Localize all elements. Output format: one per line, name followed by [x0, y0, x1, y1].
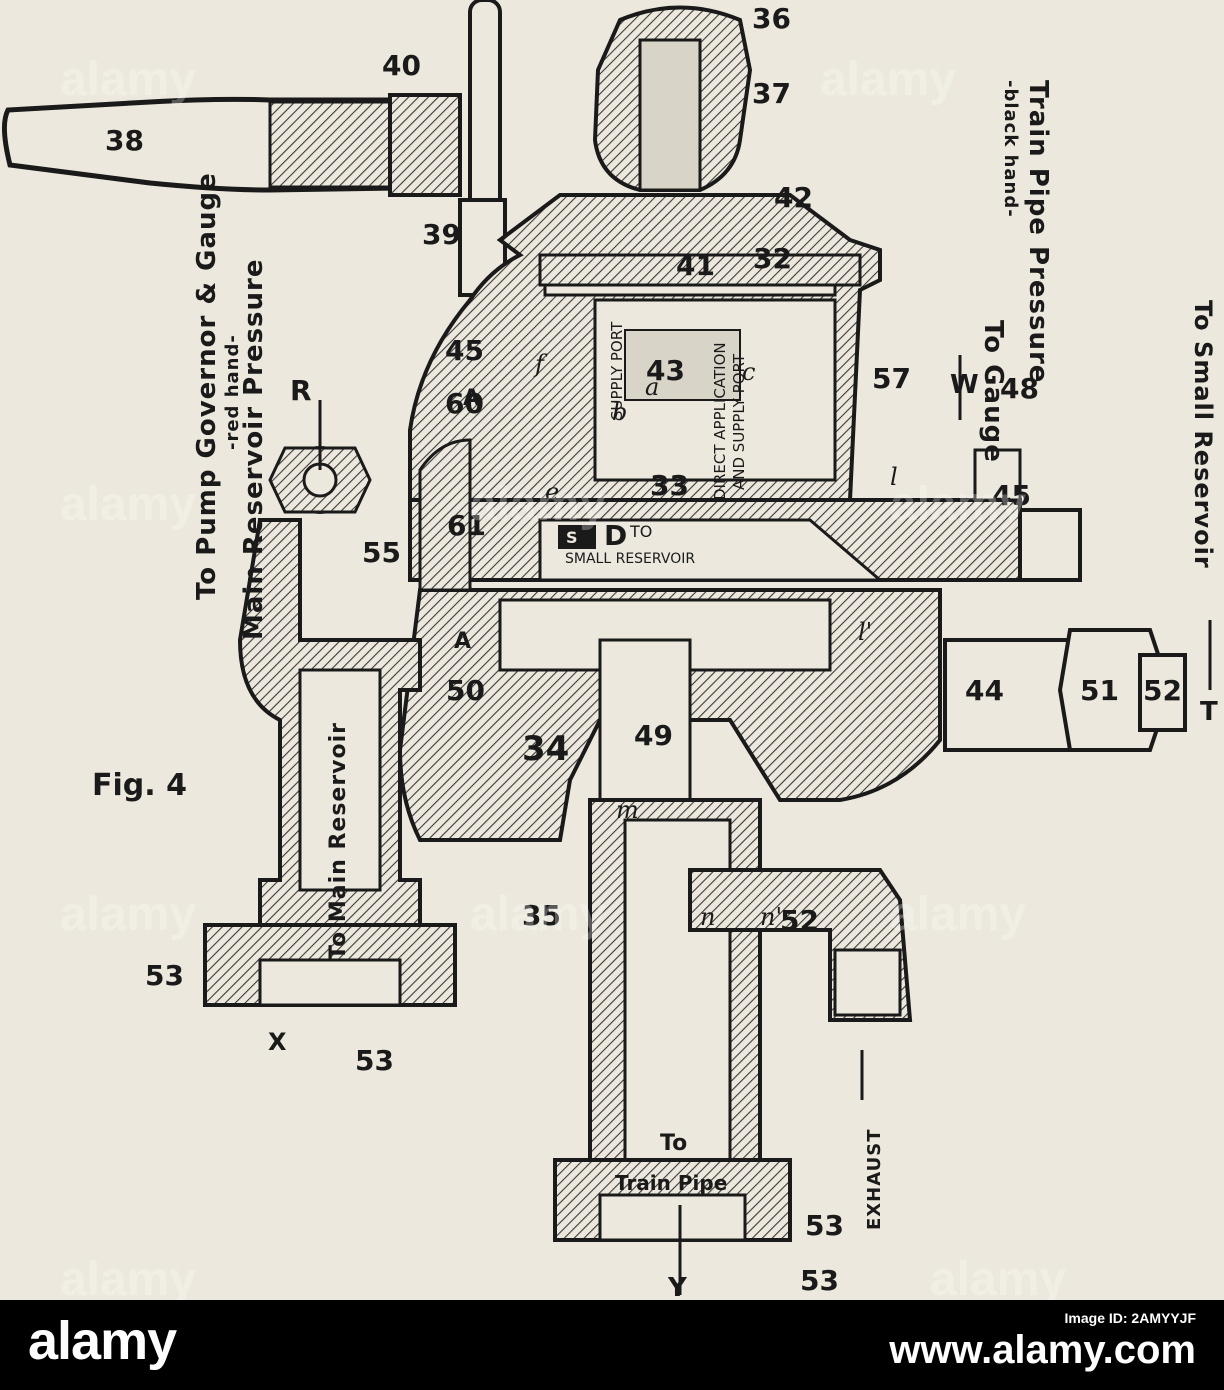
watermark-text: alamy — [470, 888, 606, 941]
label-33: 33 — [650, 469, 689, 502]
to-main-reservoir-label: To Main Reservoir — [326, 722, 351, 960]
label-51: 52 — [780, 904, 819, 937]
label-44: 44 — [965, 674, 1004, 707]
label-42: 42 — [774, 181, 813, 214]
label-46: 48 — [1000, 372, 1039, 405]
label-52-right: 53 — [805, 1209, 844, 1242]
watermark-text: alamy — [60, 53, 196, 106]
label-60: 60 — [445, 387, 484, 420]
port-x: X — [268, 1028, 287, 1056]
pump-governor-label: To Pump Governor & Gauge — [192, 172, 222, 600]
watermark-text: alamy — [60, 888, 196, 941]
label-55: 55 — [362, 536, 401, 569]
and-supply-port-label: AND SUPPLY PORT — [730, 353, 748, 490]
valve-diagram: 36 37 40 38 42 32 41 39 43 57 48 60 45 3… — [0, 0, 1224, 1300]
watermarks: alamy alamy alamy alamy alamy alamy alam… — [60, 53, 1066, 1300]
label-52-left: 53 — [145, 959, 184, 992]
alamy-logo: alamy — [28, 1311, 177, 1371]
port-r: R — [290, 374, 312, 407]
passage-a: a — [645, 373, 659, 401]
label-53-left: 53 — [355, 1044, 394, 1077]
image-id-value: 2AMYYJF — [1131, 1310, 1196, 1326]
main-reservoir-pressure-label: Main Reservoir Pressure — [239, 258, 269, 640]
train-pipe-pressure-label: Train Pipe Pressure — [1023, 80, 1053, 383]
watermark-text: alamy — [60, 478, 196, 531]
passage-b: b — [612, 398, 627, 426]
label-47: 49 — [634, 719, 673, 752]
handle — [2, 0, 507, 297]
red-hand-label: -red hand- — [222, 334, 243, 450]
passage-l: l — [890, 463, 898, 491]
label-45: 45 — [445, 334, 484, 367]
port-letters: R A A W T X Y D S — [268, 370, 1218, 1300]
label-37: 37 — [752, 77, 791, 110]
watermark-text: alamy — [470, 478, 606, 531]
black-hand-label: -black hand- — [1000, 80, 1021, 218]
to-gauge-label: To Gauge — [978, 320, 1008, 463]
label-35: 35 — [522, 899, 561, 932]
port-t: T — [1200, 697, 1218, 727]
passage-n: n — [700, 903, 715, 931]
figure-caption: Fig. 4 — [92, 768, 187, 803]
passage-n-prime: n' — [760, 903, 782, 931]
label-57: 57 — [872, 362, 911, 395]
label-39: 39 — [422, 218, 461, 251]
label-40: 40 — [382, 49, 421, 82]
label-38: 38 — [105, 124, 144, 157]
site-url[interactable]: www.alamy.com — [889, 1328, 1196, 1372]
label-34: 34 — [522, 729, 569, 769]
exhaust-label: EXHAUST — [864, 1129, 885, 1230]
watermark-text: alamy — [890, 478, 1026, 531]
port-a-lower: A — [454, 629, 471, 654]
small-reservoir-label: SMALL RESERVOIR — [565, 551, 695, 567]
passage-l-prime: l' — [858, 618, 872, 646]
label-32: 32 — [753, 242, 792, 275]
label-49: 51 — [1080, 674, 1119, 707]
label-36: 36 — [752, 2, 791, 35]
watermark-text: alamy — [890, 888, 1026, 941]
watermark-text: alamy — [930, 1253, 1066, 1300]
passage-c: c — [742, 358, 755, 386]
watermark-text: alamy — [820, 53, 956, 106]
supply-port-label: SUPPLY PORT — [608, 321, 626, 420]
to-label: TO — [629, 522, 652, 541]
port-a-upper: A — [463, 386, 480, 411]
port-w: W — [950, 370, 979, 400]
label-48: 50 — [446, 674, 485, 707]
label-53-right: 53 — [800, 1264, 839, 1297]
label-41: 41 — [676, 249, 715, 282]
flow-arrows — [318, 355, 1212, 1295]
stock-footer: alamy Image ID: 2AMYYJF www.alamy.com — [0, 1300, 1224, 1390]
interior-labels: SUPPLY PORT DIRECT APPLICATION AND SUPPL… — [92, 321, 885, 1230]
port-d: D — [604, 519, 627, 552]
image-id-label: Image ID: — [1064, 1310, 1128, 1326]
side-labels: To Pump Governor & Gauge -red hand- Main… — [192, 80, 1217, 640]
image-id-line: Image ID: 2AMYYJF — [889, 1308, 1196, 1328]
label-50: 52 — [1143, 674, 1182, 707]
watermark-text: alamy — [60, 1253, 196, 1300]
to-train-pipe-label-1: To — [660, 1131, 687, 1156]
label-45b: 45 — [992, 479, 1031, 512]
valve-body — [203, 5, 1187, 1242]
part-labels: 36 37 40 38 42 32 41 39 43 57 48 60 45 3… — [105, 2, 1182, 1297]
label-43: 43 — [646, 354, 685, 387]
stock-info: Image ID: 2AMYYJF www.alamy.com — [889, 1308, 1196, 1372]
label-61: 61 — [447, 509, 486, 542]
port-s: S — [566, 528, 578, 547]
port-y: Y — [667, 1273, 688, 1300]
direct-application-label: DIRECT APPLICATION — [711, 342, 729, 500]
passage-e: e — [545, 478, 559, 506]
to-train-pipe-label-2: Train Pipe — [615, 1171, 727, 1195]
passage-m: m — [616, 796, 639, 824]
to-small-reservoir-label: To Small Reservoir — [1189, 300, 1217, 569]
